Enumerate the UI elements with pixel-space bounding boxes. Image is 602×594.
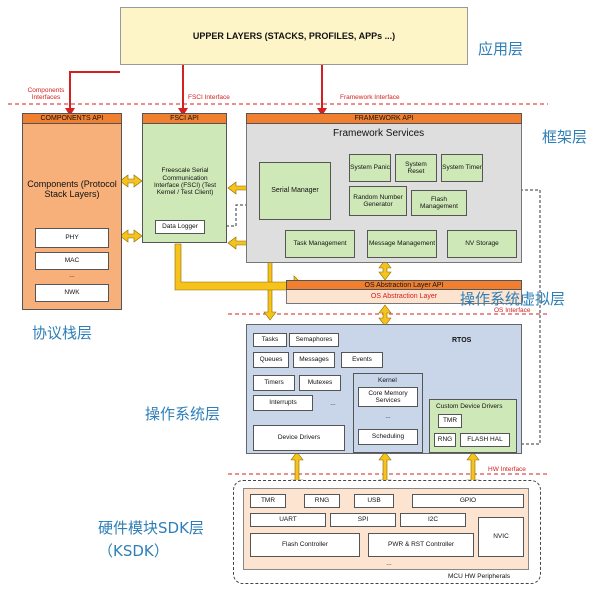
fsci-title: Freescale Serial Communication Interface… — [153, 167, 217, 197]
hw-usb: USB — [354, 494, 394, 508]
hw-interface-label: HW Interface — [488, 466, 526, 473]
hw-uart: UART — [250, 513, 326, 527]
nv-storage: NV Storage — [447, 230, 517, 258]
framework-interface-label: Framework Interface — [340, 94, 400, 101]
data-logger: Data Logger — [155, 220, 205, 234]
flash-management: Flash Management — [411, 190, 467, 216]
osal-title: OS Abstraction Layer — [370, 292, 438, 300]
hw-flash-controller: Flash Controller — [250, 533, 360, 557]
framework-box: FRAMEWORK API Framework Services Serial … — [246, 113, 522, 263]
rtos-mutexes: Mutexes — [299, 375, 341, 391]
custom-rng: RNG — [434, 433, 456, 447]
label-protocol-layer: 协议栈层 — [32, 324, 93, 342]
system-reset: System Reset — [395, 154, 437, 182]
random-number-generator: Random Number Generator — [349, 186, 407, 216]
rtos-messages: Messages — [293, 352, 335, 368]
system-timer: System Timer — [441, 154, 483, 182]
rtos-ellipsis: ... — [330, 400, 336, 408]
osal-api-header: OS Abstraction Layer API — [286, 280, 522, 290]
scheduling: Scheduling — [358, 429, 418, 445]
upper-layers-box: UPPER LAYERS (STACKS, PROFILES, APPs ...… — [120, 7, 468, 65]
message-management: Message Management — [367, 230, 437, 258]
rtos-tasks: Tasks — [253, 333, 287, 347]
components-api-header: COMPONENTS API — [22, 113, 122, 124]
rtos-semaphores: Semaphores — [289, 333, 339, 347]
kernel-ellipsis: ... — [385, 413, 391, 421]
rtos-title: RTOS — [452, 337, 472, 344]
hw-tmr: TMR — [250, 494, 286, 508]
hw-rng: RNG — [304, 494, 340, 508]
hw-footer: MCU HW Peripherals — [448, 573, 511, 580]
system-panic: System Panic — [349, 154, 391, 182]
custom-tmr: TMR — [438, 414, 462, 428]
custom-flash-hal: FLASH HAL — [460, 433, 510, 447]
hw-gpio: GPIO — [412, 494, 524, 508]
component-nwk: NWK — [35, 284, 109, 302]
component-ellipsis: ... — [69, 272, 75, 280]
upper-layers-label: UPPER LAYERS (STACKS, PROFILES, APPs ...… — [192, 30, 396, 41]
rtos-box: RTOS Tasks Semaphores Queues Messages Ev… — [246, 324, 522, 454]
label-os-layer: 操作系统层 — [145, 405, 221, 423]
fsci-box: FSCI API Freescale Serial Communication … — [142, 113, 227, 243]
custom-device-drivers-box: Custom Device Drivers TMR RNG FLASH HAL — [429, 399, 517, 453]
serial-manager: Serial Manager — [259, 162, 331, 220]
hw-inner-box: TMR RNG USB GPIO UART SPI I2C NVIC Flash… — [243, 488, 529, 570]
separator-lines — [8, 103, 548, 475]
label-hw-sdk-layer: 硬件模块SDK层 — [98, 519, 204, 537]
device-drivers: Device Drivers — [253, 425, 345, 451]
hw-spi: SPI — [330, 513, 396, 527]
kernel-title: Kernel — [378, 377, 397, 384]
kernel-box: Kernel Core Memory Services ... Scheduli… — [353, 373, 423, 453]
hw-ellipsis: ... — [386, 560, 392, 568]
rtos-events: Events — [341, 352, 383, 368]
fsci-api-header: FSCI API — [142, 113, 227, 124]
component-mac: MAC — [35, 252, 109, 270]
hw-nvic: NVIC — [478, 517, 524, 557]
os-interface-label: OS Interface — [494, 307, 531, 314]
rtos-queues: Queues — [253, 352, 289, 368]
components-interface-label: Components Interfaces — [27, 86, 65, 101]
custom-device-drivers-title: Custom Device Drivers — [436, 403, 503, 410]
rtos-timers: Timers — [253, 375, 295, 391]
label-app-layer: 应用层 — [478, 40, 524, 58]
task-management: Task Management — [285, 230, 355, 258]
framework-title: Framework Services — [333, 128, 425, 139]
label-ksdk: （KSDK） — [98, 542, 169, 560]
upper-interface-arrows — [65, 64, 327, 116]
components-title: Components (Protocol Stack Layers) — [27, 178, 117, 199]
hw-i2c: I2C — [400, 513, 466, 527]
framework-api-header: FRAMEWORK API — [246, 113, 522, 124]
label-os-abstraction-layer: 操作系统虚拟层 — [460, 290, 566, 308]
component-phy: PHY — [35, 228, 109, 248]
rtos-interrupts: Interrupts — [253, 395, 313, 411]
label-framework-layer: 框架层 — [542, 128, 588, 146]
osal-box: OS Abstraction Layer API OS Abstraction … — [286, 280, 522, 304]
core-memory-services: Core Memory Services — [358, 387, 418, 407]
fsci-interface-label: FSCI Interface — [188, 94, 230, 101]
hw-pwr-rst-controller: PWR & RST Controller — [368, 533, 474, 557]
components-box: COMPONENTS API Components (Protocol Stac… — [22, 113, 122, 310]
